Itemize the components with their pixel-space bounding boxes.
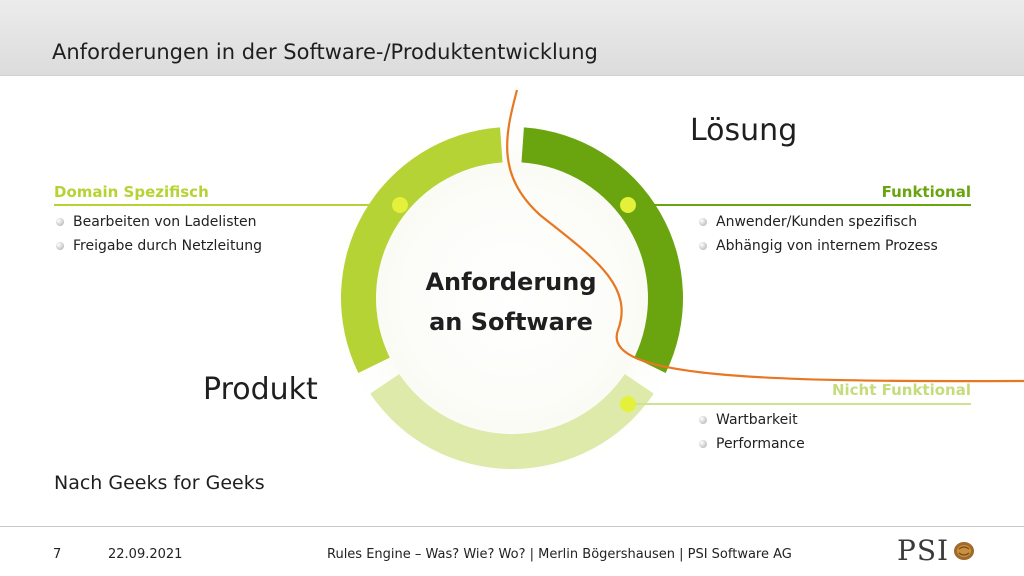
footer-date: 22.09.2021 xyxy=(108,547,183,562)
source-note: Nach Geeks for Geeks xyxy=(54,472,265,494)
bullet-icon xyxy=(56,218,64,226)
list-item: Bearbeiten von Ladelisten xyxy=(54,210,262,234)
list-item: Performance xyxy=(697,432,805,456)
list-item-text: Freigabe durch Netzleitung xyxy=(73,238,263,254)
center-text-line-2: an Software xyxy=(429,308,593,336)
bullet-icon xyxy=(699,416,707,424)
list-item: Wartbarkeit xyxy=(697,408,805,432)
list-item-text: Abhängig von internem Prozess xyxy=(716,238,938,254)
slide-title: Anforderungen in der Software-/Produkten… xyxy=(52,40,598,64)
section-label-domain-text: Domain Spezifisch xyxy=(54,183,209,201)
section-label-nicht-funktional-text: Nicht Funktional xyxy=(831,381,971,399)
connector-dot-funktional xyxy=(620,197,636,213)
list-funktional: Anwender/Kunden spezifisch Abhängig von … xyxy=(697,210,938,258)
list-item: Abhängig von internem Prozess xyxy=(697,234,938,258)
footer-divider xyxy=(0,526,1024,527)
list-domain: Bearbeiten von Ladelisten Freigabe durch… xyxy=(54,210,262,258)
section-label-funktional: Funktional xyxy=(800,183,971,201)
list-item: Anwender/Kunden spezifisch xyxy=(697,210,938,234)
list-nicht-funktional: Wartbarkeit Performance xyxy=(697,408,805,456)
bullet-icon xyxy=(699,218,707,226)
page-number: 7 xyxy=(53,547,62,562)
list-item-text: Bearbeiten von Ladelisten xyxy=(73,214,257,230)
section-label-domain: Domain Spezifisch xyxy=(54,183,209,201)
list-item-text: Anwender/Kunden spezifisch xyxy=(716,214,918,230)
bullet-icon xyxy=(56,242,64,250)
ring-segment-funktional xyxy=(521,127,684,373)
list-item-text: Performance xyxy=(716,436,805,452)
ring-glow xyxy=(322,108,702,488)
list-item: Freigabe durch Netzleitung xyxy=(54,234,262,258)
list-item-text: Wartbarkeit xyxy=(716,412,798,428)
divider-curve xyxy=(506,89,1024,383)
bullet-icon xyxy=(699,440,707,448)
footer-text: Rules Engine – Was? Wie? Wo? | Merlin Bö… xyxy=(327,547,792,562)
connector-dot-domain xyxy=(392,197,408,213)
header-band xyxy=(0,0,1024,76)
center-text-line-1: Anforderung xyxy=(425,268,597,296)
ring-segment-domain xyxy=(341,127,503,373)
ring-segment-nicht-funktional xyxy=(370,374,654,469)
section-label-nicht-funktional: Nicht Funktional xyxy=(760,381,971,399)
bullet-icon xyxy=(699,242,707,250)
walnut-icon xyxy=(954,542,975,560)
ring-center-text: Anforderung an Software xyxy=(396,262,626,342)
label-loesung: Lösung xyxy=(690,113,798,148)
label-produkt: Produkt xyxy=(203,372,318,407)
section-label-funktional-text: Funktional xyxy=(881,183,971,201)
psi-logo: PSI xyxy=(897,535,975,567)
connector-dot-nicht-funktional xyxy=(620,396,636,412)
psi-logo-text: PSI xyxy=(897,534,950,567)
